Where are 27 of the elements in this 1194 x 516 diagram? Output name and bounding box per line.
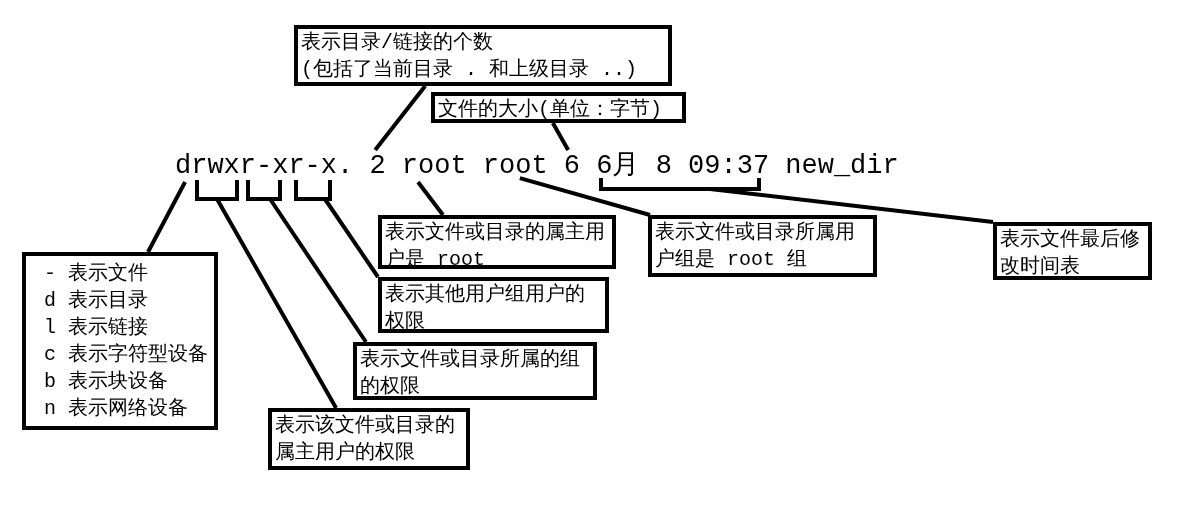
note-box: 表示该文件或目录的属主用户的权限 [268,408,470,470]
leader-line [416,180,445,217]
leader-line [519,176,651,217]
command-output-line: drwxr-xr-x. 2 root root 6 6月 8 09:37 new_dir [175,150,899,182]
note-box: 表示文件或目录所属的组的权限 [353,342,597,400]
leader-line [215,198,338,409]
type-code-line: c 表示字符型设备 [44,342,209,368]
note-box [22,252,218,430]
leader-line [373,84,427,152]
type-code-line: b 表示块设备 [44,369,169,395]
type-code-line: - 表示文件 [44,261,149,287]
type-code-line: n 表示网络设备 [44,396,189,422]
bracket [246,180,282,201]
bracket [294,180,332,201]
note-box: 文件的大小(单位：字节) [431,92,686,123]
note-box: 表示文件最后修改时间表 [993,222,1152,280]
bracket [195,180,239,201]
note-text: 表示目录/链接的个数 [301,30,494,56]
type-code-line: d 表示目录 [44,288,149,314]
leader-line [146,181,187,253]
type-code-line: l 表示链接 [44,315,149,341]
note-box: 表示文件或目录所属用户组是 root 组 [648,215,877,277]
bracket [599,178,761,191]
leader-line [551,122,570,151]
note-text: (包括了当前目录 . 和上级目录 ..) [301,57,638,83]
note-box: 表示其他用户组用户的权限 [378,277,609,333]
note-box [294,25,672,86]
